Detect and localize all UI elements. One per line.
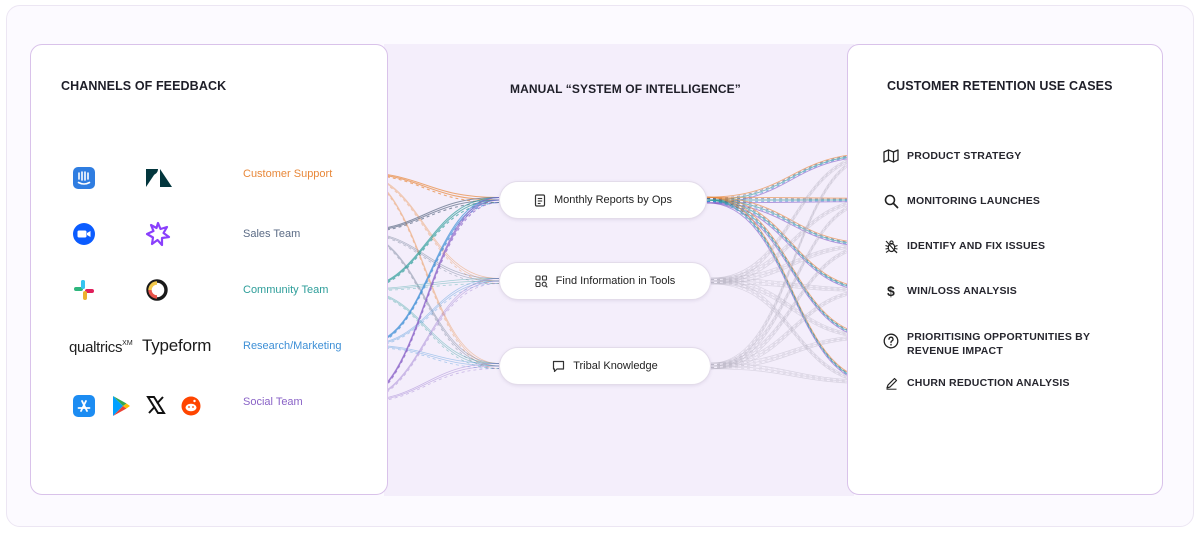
reddit-icon xyxy=(180,395,202,417)
use-case-product-strategy: PRODUCT STRATEGY xyxy=(883,148,1021,164)
slack-icon xyxy=(72,278,96,302)
qualtrics-xm-mark: XM xyxy=(122,339,133,347)
delighted-icon xyxy=(145,278,169,302)
team-social: Social Team xyxy=(243,396,303,408)
node-monthly-reports: Monthly Reports by Ops xyxy=(499,181,707,219)
channels-title: CHANNELS OF FEEDBACK xyxy=(61,79,227,93)
team-sales: Sales Team xyxy=(243,228,301,240)
typeform-wordmark: Typeform xyxy=(142,336,212,355)
intercom-icon xyxy=(72,166,96,190)
map-icon xyxy=(883,148,899,164)
use-case-win-loss: $ WIN/LOSS ANALYSIS xyxy=(883,283,1017,299)
dollar-icon: $ xyxy=(887,283,895,299)
team-community: Community Team xyxy=(243,284,329,296)
team-research-marketing: Research/Marketing xyxy=(243,340,342,352)
typeform-logo: Typeform xyxy=(142,335,211,357)
chat-icon xyxy=(553,360,565,372)
use-case-label: CHURN REDUCTION ANALYSIS xyxy=(907,377,1070,389)
gong-icon xyxy=(145,221,171,247)
use-case-identify-fix-issues: IDENTIFY AND FIX ISSUES xyxy=(883,238,1045,254)
use-case-label: PRODUCT STRATEGY xyxy=(907,150,1022,162)
app-store-icon xyxy=(72,394,96,418)
node-monthly-reports-label: Monthly Reports by Ops xyxy=(554,194,672,206)
use-case-monitoring-launches: MONITORING LAUNCHES xyxy=(883,193,1040,209)
node-tribal-knowledge-label: Tribal Knowledge xyxy=(573,360,658,372)
channels-panel xyxy=(30,44,388,495)
use-case-label: WIN/LOSS ANALYSIS xyxy=(907,285,1017,297)
qualtrics-wordmark: qualtrics xyxy=(69,338,123,356)
use-case-label: IDENTIFY AND FIX ISSUES xyxy=(907,240,1046,252)
magnifier-icon xyxy=(883,193,899,209)
node-find-information: Find Information in Tools xyxy=(499,262,711,300)
center-title: MANUAL “SYSTEM OF INTELLIGENCE” xyxy=(510,82,741,96)
zoom-icon xyxy=(72,222,96,246)
use-cases-title: CUSTOMER RETENTION USE CASES xyxy=(887,79,1113,93)
node-tribal-knowledge: Tribal Knowledge xyxy=(499,347,711,385)
team-customer-support: Customer Support xyxy=(243,168,333,180)
use-case-churn-reduction: CHURN REDUCTION ANALYSIS xyxy=(883,375,1070,391)
use-case-prioritising-opportunities: PRIORITISING OPPORTUNITIES BY REVENUE IM… xyxy=(883,329,1090,358)
zendesk-icon xyxy=(143,166,175,190)
pen-icon xyxy=(883,375,899,391)
question-circle-icon xyxy=(883,333,899,349)
node-find-information-label: Find Information in Tools xyxy=(555,275,676,287)
search-grid-icon xyxy=(535,274,548,288)
use-cases-panel xyxy=(847,44,1163,495)
bug-icon xyxy=(883,238,899,254)
google-play-icon xyxy=(110,394,132,418)
use-case-label: MONITORING LAUNCHES xyxy=(907,195,1041,207)
use-case-label: PRIORITISING OPPORTUNITIES BY REVENUE IM… xyxy=(907,331,1091,357)
x-icon xyxy=(145,394,167,416)
document-icon xyxy=(534,193,546,207)
